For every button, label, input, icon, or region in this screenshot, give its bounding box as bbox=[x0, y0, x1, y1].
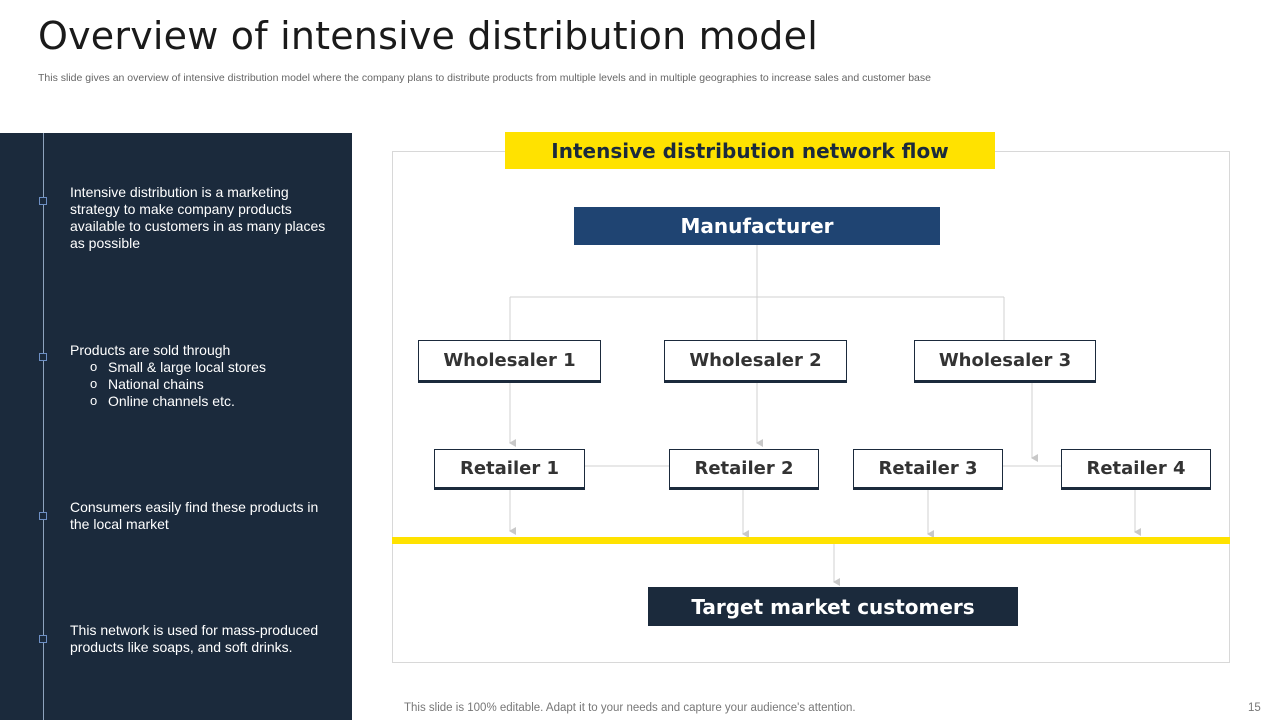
footer-note: This slide is 100% editable. Adapt it to… bbox=[404, 702, 856, 714]
list-item: Small & large local stores bbox=[90, 358, 335, 376]
sidebar-point-3: Consumers easily find these products in … bbox=[70, 499, 319, 532]
target-customers-box: Target market customers bbox=[648, 587, 1018, 626]
timeline-marker-1 bbox=[39, 197, 47, 205]
retailer-4-box: Retailer 4 bbox=[1061, 449, 1211, 490]
page-number: 15 bbox=[1248, 702, 1261, 714]
list-item: Online channels etc. bbox=[90, 392, 335, 410]
timeline-marker-4 bbox=[39, 635, 47, 643]
retailer-1-box: Retailer 1 bbox=[434, 449, 585, 490]
timeline-marker-2 bbox=[39, 353, 47, 361]
sidebar-point-1: Intensive distribution is a marketing st… bbox=[70, 184, 326, 251]
flow-header: Intensive distribution network flow bbox=[505, 132, 995, 169]
timeline-line bbox=[43, 133, 44, 720]
sidebar-panel bbox=[0, 133, 352, 720]
wholesaler-2-box: Wholesaler 2 bbox=[664, 340, 847, 383]
wholesaler-1-box: Wholesaler 1 bbox=[418, 340, 601, 383]
slide-subtitle: This slide gives an overview of intensiv… bbox=[38, 72, 931, 84]
sidebar-point-4: This network is used for mass-produced p… bbox=[70, 622, 319, 655]
market-divider-bar bbox=[392, 537, 1230, 544]
list-item: National chains bbox=[90, 375, 335, 393]
sidebar-point-2-intro: Products are sold through bbox=[70, 342, 231, 358]
retailer-2-box: Retailer 2 bbox=[669, 449, 819, 490]
manufacturer-box: Manufacturer bbox=[574, 207, 940, 245]
sidebar-point-2-list: Small & large local stores National chai… bbox=[70, 358, 335, 410]
timeline-marker-3 bbox=[39, 512, 47, 520]
retailer-3-box: Retailer 3 bbox=[853, 449, 1003, 490]
sidebar-point-2: Products are sold through Small & large … bbox=[70, 342, 335, 410]
slide-title: Overview of intensive distribution model bbox=[38, 14, 818, 58]
wholesaler-3-box: Wholesaler 3 bbox=[914, 340, 1096, 383]
